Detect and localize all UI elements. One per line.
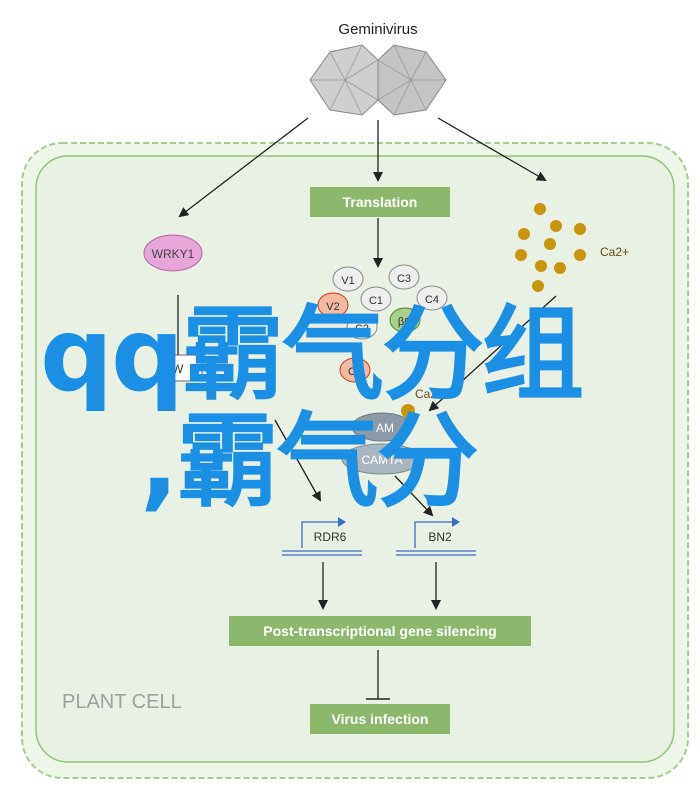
rdr6-gene <box>282 517 362 556</box>
rdr6-label: RDR6 <box>314 530 347 544</box>
calcium-dots <box>515 203 586 292</box>
wrky1-ellipse <box>143 234 203 272</box>
svg-text:C1: C1 <box>369 295 383 307</box>
camta-label: CAMTA <box>361 453 402 467</box>
svg-text:V1: V1 <box>341 275 354 287</box>
wrky1-label: WRKY1 <box>152 247 195 261</box>
cam-label: AM <box>376 421 394 435</box>
svg-text:C4: C4 <box>425 294 439 306</box>
svg-text:C2: C2 <box>355 323 369 335</box>
cam-ellipse <box>351 412 413 442</box>
camta-ellipse <box>341 443 423 475</box>
calcium-label: Ca2+ <box>600 245 629 259</box>
geminivirus-icon <box>309 44 447 116</box>
wrky-promoter-box <box>159 354 203 382</box>
svg-text:C5: C5 <box>348 366 362 378</box>
arrow-to-rdr6 <box>274 419 321 502</box>
svg-text:V2: V2 <box>326 301 339 313</box>
svg-text:βC: βC <box>398 316 412 328</box>
translation-label: Translation <box>343 194 418 210</box>
overlay-text-line1: qq霸气分组 <box>40 296 584 415</box>
arrow-calcium-to-cam <box>428 295 557 412</box>
cam-calcium-dot <box>401 404 415 418</box>
virus-infection-box <box>310 704 450 734</box>
overlay-text-line2: ,霸气分 <box>140 403 479 522</box>
translation-box <box>310 187 450 217</box>
wrky-promoter-label: W <box>172 362 184 376</box>
ptgs-box <box>229 616 531 646</box>
viral-proteins: V1 C3 V2 C1 C4 C2 βC C5 <box>317 264 448 383</box>
bn2-label: BN2 <box>428 530 452 544</box>
geminivirus-label: Geminivirus <box>338 21 417 38</box>
bn2-gene <box>396 517 476 556</box>
arrow-virus-to-wrky <box>178 117 309 218</box>
ptgs-label: Post-transcriptional gene silencing <box>263 623 496 639</box>
svg-text:C3: C3 <box>397 273 411 285</box>
plant-cell-label: PLANT CELL <box>62 691 182 713</box>
cam-calcium-label: Ca2+ <box>415 387 444 401</box>
arrow-to-bn2 <box>394 475 434 517</box>
arrow-virus-to-calcium <box>437 117 547 182</box>
virus-infection-label: Virus infection <box>332 711 429 727</box>
